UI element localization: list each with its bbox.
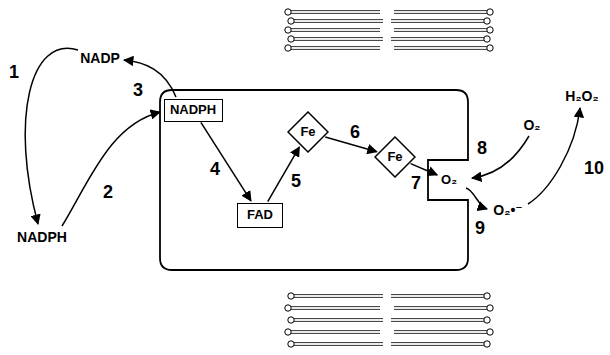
- lipid-tail: [291, 28, 380, 29]
- molecule-label: O₂: [523, 117, 540, 133]
- lipid-head: [285, 305, 291, 311]
- lipid-tail: [391, 294, 484, 295]
- molecule-label: NADP: [80, 50, 120, 66]
- lipid-head: [484, 18, 490, 24]
- oxygen-site: O₂: [439, 172, 459, 189]
- node-text: FAD: [247, 208, 273, 223]
- lipid-tail: [391, 318, 484, 319]
- lipid-head: [487, 305, 493, 311]
- molecule-label: H₂O₂: [565, 88, 598, 104]
- lipid-tail: [294, 37, 383, 38]
- lipid-tail: [291, 309, 380, 310]
- lipid-tail: [294, 318, 383, 319]
- lipid-tail: [391, 19, 484, 20]
- lipid-head: [484, 341, 490, 347]
- iron-diamond: Fe: [287, 111, 329, 153]
- lipid-tail: [394, 28, 487, 29]
- molecule-label: NADPH: [17, 229, 67, 245]
- lipid-tail: [291, 333, 380, 334]
- enzyme-outline: [160, 90, 468, 270]
- lipid-tail: [394, 333, 487, 334]
- lipid-tail: [294, 19, 383, 20]
- lipid-tail: [391, 321, 484, 322]
- callout-number: 3: [133, 80, 143, 101]
- lipid-tail: [391, 40, 484, 41]
- lipid-head: [288, 341, 294, 347]
- iron-diamond: Fe: [374, 136, 416, 178]
- lipid-tail: [394, 46, 487, 47]
- node-text: Fe: [300, 125, 315, 140]
- lipid-tail: [294, 22, 383, 23]
- lipid-tail: [394, 10, 487, 11]
- lipid-tail: [394, 49, 487, 50]
- callout-number: 2: [103, 182, 113, 203]
- lipid-tail: [291, 330, 380, 331]
- lipid-tail: [394, 31, 487, 32]
- electron-transfer-arrow: [201, 122, 251, 200]
- lipid-head: [487, 27, 493, 33]
- lipid-tail: [391, 345, 484, 346]
- reaction-arrow: [124, 60, 176, 97]
- lipid-tail: [294, 342, 383, 343]
- lipid-head: [484, 293, 490, 299]
- lipid-tail: [394, 309, 487, 310]
- node-text: NADPH: [170, 103, 216, 118]
- lipid-head: [484, 36, 490, 42]
- step-number: 5: [291, 171, 301, 192]
- reaction-arrow: [62, 112, 160, 226]
- molecule-label: O₂•⁻: [493, 202, 522, 218]
- reaction-arrow: [472, 136, 529, 178]
- lipid-tail: [294, 321, 383, 322]
- cofactor-box: NADPH: [164, 99, 223, 122]
- callout-number: 1: [9, 62, 19, 83]
- lipid-head: [288, 293, 294, 299]
- callout-number: 9: [475, 218, 485, 239]
- lipid-head: [487, 9, 493, 15]
- lipid-tail: [291, 13, 380, 14]
- lipid-head: [285, 329, 291, 335]
- lipid-head: [288, 18, 294, 24]
- lipid-tail: [391, 22, 484, 23]
- step-number: 6: [350, 122, 360, 143]
- lipid-head: [288, 36, 294, 42]
- lipid-tail: [394, 13, 487, 14]
- lipid-tail: [291, 49, 380, 50]
- lipid-head: [285, 27, 291, 33]
- lipid-tail: [391, 342, 484, 343]
- lipid-tail: [294, 294, 383, 295]
- step-number: 4: [210, 159, 220, 180]
- lipid-head: [288, 317, 294, 323]
- callout-number: 10: [584, 158, 604, 179]
- reaction-arrow: [25, 48, 78, 224]
- lipid-tail: [394, 306, 487, 307]
- lipid-tail: [294, 40, 383, 41]
- lipid-tail: [291, 306, 380, 307]
- lipid-tail: [291, 31, 380, 32]
- lipid-tail: [391, 297, 484, 298]
- reaction-arrow: [466, 188, 487, 209]
- cofactor-box: FAD: [237, 203, 283, 228]
- callout-number: 8: [477, 138, 487, 159]
- lipid-tail: [391, 37, 484, 38]
- lipid-tail: [394, 330, 487, 331]
- lipid-head: [487, 45, 493, 51]
- lipid-tail: [294, 297, 383, 298]
- lipid-head: [285, 45, 291, 51]
- lipid-head: [487, 329, 493, 335]
- lipid-head: [285, 9, 291, 15]
- lipid-tail: [291, 10, 380, 11]
- lipid-tail: [294, 345, 383, 346]
- node-text: Fe: [387, 150, 402, 165]
- node-text: O₂: [441, 173, 457, 188]
- lipid-tail: [291, 46, 380, 47]
- step-number: 7: [411, 173, 421, 194]
- lipid-head: [484, 317, 490, 323]
